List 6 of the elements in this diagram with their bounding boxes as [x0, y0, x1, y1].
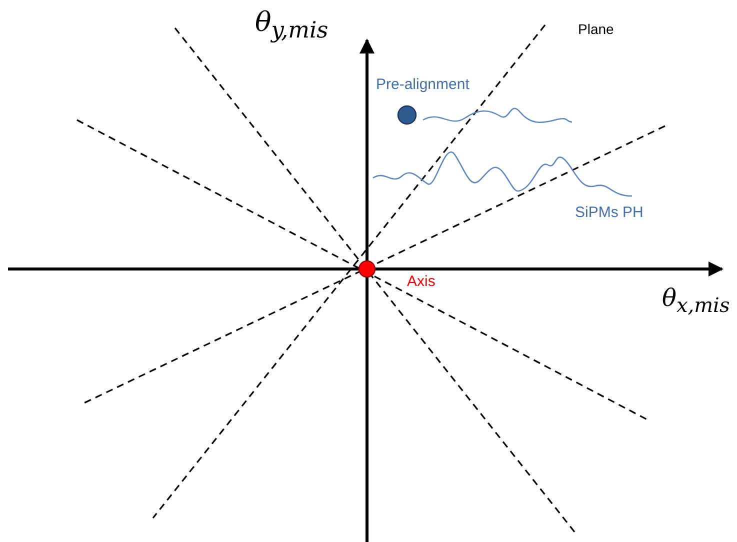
point-label: Axis	[407, 274, 436, 290]
axis-label: θ$_{x,mis}$	[662, 285, 730, 316]
line-label: Plane	[578, 22, 614, 38]
point-label: Pre-alignment	[376, 77, 470, 94]
axis-label: θ$_{y,mis}$	[255, 8, 328, 44]
curve-label: SiPMs PH	[575, 205, 644, 222]
